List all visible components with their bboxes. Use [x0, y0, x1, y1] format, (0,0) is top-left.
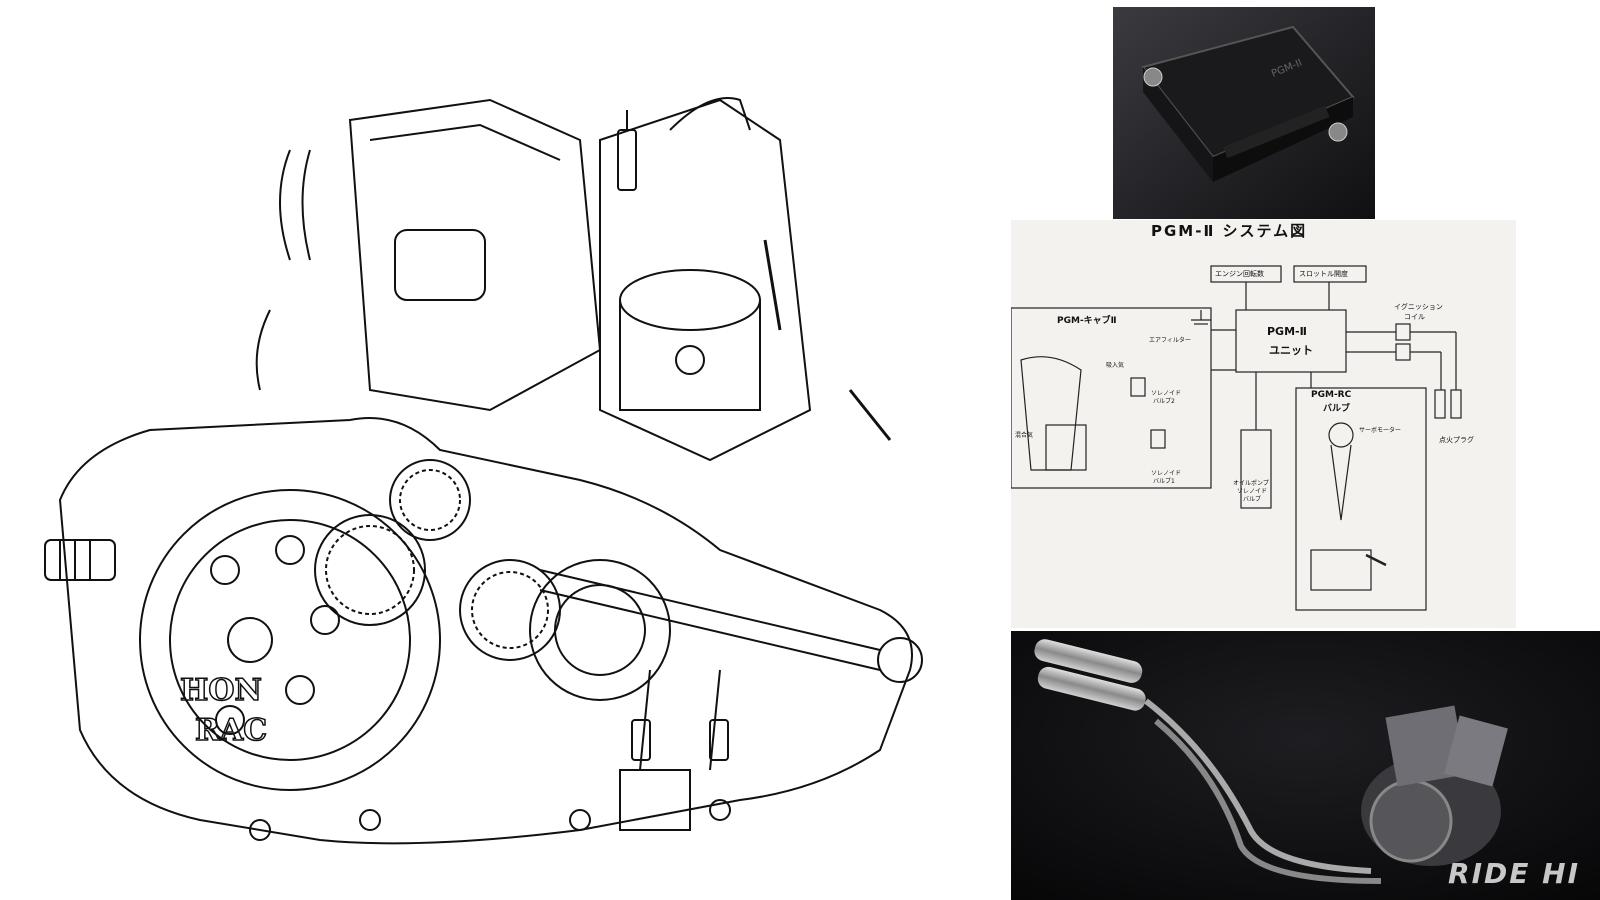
mixture-label: 混合気 — [1015, 432, 1034, 439]
engine-cutaway-illustration: HON RAC — [20, 30, 960, 890]
oil-pump-solenoid-label-line1: オイルポンプ — [1233, 480, 1269, 487]
system-diagram-lines — [1011, 265, 1462, 611]
solenoid-valve-1-label-line2: バルブ1 — [1153, 478, 1175, 485]
pgm-unit-label-line1: PGM-Ⅱ — [1267, 325, 1307, 338]
ecu-unit-graphic: PGM-II — [1113, 7, 1375, 219]
rc-valve-section-label-line2: バルブ — [1323, 404, 1351, 414]
solenoid-valve-2-label-line2: バルブ2 — [1153, 398, 1175, 405]
carb-section-label: PGM-キャブⅡ — [1057, 316, 1117, 326]
air-filter-label: エアフィルター — [1149, 337, 1191, 344]
spark-plug-label: 点火プラグ — [1439, 436, 1474, 444]
pgm-unit-label-line2: ユニット — [1269, 344, 1313, 357]
ride-hi-watermark: RIDE HI — [1448, 857, 1580, 890]
servo-motor-label: サーボモーター — [1359, 427, 1402, 434]
solenoid-valve-1-label-line1: ソレノイド — [1151, 470, 1182, 477]
intake-air-label: 吸入気 — [1106, 362, 1125, 369]
engine-exhaust-photo: RIDE HI — [1011, 631, 1600, 900]
diagram-title: PGM-Ⅱ システム図 — [1151, 222, 1308, 240]
solenoid-valve-2-label-line1: ソレノイド — [1151, 390, 1182, 397]
rc-valve-section-label-line1: PGM-RC — [1311, 390, 1352, 400]
oil-pump-solenoid-label-line3: バルブ — [1243, 496, 1262, 503]
oil-pump-solenoid-label-line2: ソレノイド — [1237, 488, 1268, 495]
cover-lettering-line2: RAC — [195, 713, 267, 748]
exhaust-photo-graphic — [1011, 631, 1600, 900]
engine-line-drawing: HON RAC — [44, 97, 923, 845]
ignition-coil-label-line2: コイル — [1404, 313, 1425, 321]
throttle-opening-label: スロットル開度 — [1299, 270, 1348, 278]
cover-lettering-line1: HON — [180, 673, 262, 708]
ignition-coil-label-line1: イグニッション — [1394, 303, 1443, 311]
engine-rpm-label: エンジン回転数 — [1215, 270, 1264, 278]
pgm-system-diagram: PGM-Ⅱ システム図 エンジン回転数 スロットル開度 PGM-Ⅱ ユニット イ… — [1011, 220, 1516, 628]
pgm-ecu-unit-photo: PGM-II — [1113, 7, 1375, 219]
